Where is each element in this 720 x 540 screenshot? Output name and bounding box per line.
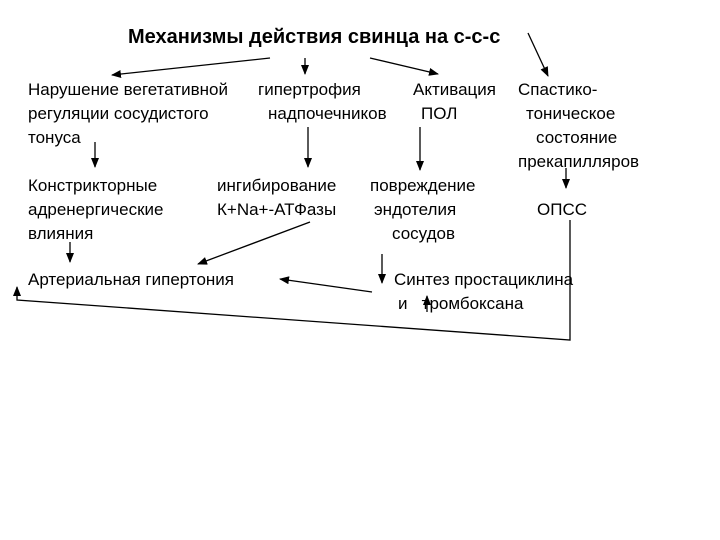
node-line: надпочечников [268, 104, 387, 123]
node-arterial-hypertension: Артериальная гипертония [28, 270, 235, 289]
node-synthesis: Синтез простациклина и тромбоксана [394, 268, 573, 316]
node-endothelium-damage: повреждение эндотелия сосудов [370, 174, 476, 246]
arrow-title-to-activation [369, 57, 439, 76]
node-line: Констрикторные [28, 176, 158, 195]
arrow-title-to-veg-reg [111, 57, 271, 79]
node-line: регуляции сосудистого [28, 104, 209, 123]
node-line: К+Na+-АТФазы [217, 200, 337, 219]
node-line: ингибирование [217, 176, 337, 195]
node-lpo-activation: Активация ПОЛ [405, 78, 496, 126]
node-line: влияния [28, 224, 94, 243]
arrow-opss-feedback-loop [13, 220, 571, 341]
node-line: Синтез простациклина [394, 270, 574, 289]
node-atpase-inhibition: ингибирование К+Na+-АТФазы [217, 174, 336, 222]
node-line: сосудов [392, 224, 455, 243]
node-adrenal-hypertrophy: гипертрофия надпочечников [258, 78, 387, 126]
arrow-inhibition-to-hypertension [197, 221, 311, 265]
node-line: Нарушение вегетативной [28, 80, 228, 99]
node-line: эндотелия [374, 200, 457, 219]
node-spastic-state: Спастико- тоническое состояние прекапилл… [518, 78, 639, 174]
node-line: адренергические [28, 200, 164, 219]
arrow-title-to-spastic [527, 32, 549, 77]
node-line: состояние [536, 128, 618, 147]
node-line: тоническое [526, 104, 616, 123]
node-opss: ОПСС [537, 200, 587, 219]
node-line: Спастико- [518, 80, 598, 99]
node-line: и тромбоксана [398, 294, 524, 313]
node-constrictor-influences: Констрикторные адренергические влияния [28, 174, 163, 246]
node-vegetative-regulation: Нарушение вегетативной регуляции сосудис… [28, 78, 228, 150]
node-line: ПОЛ [421, 104, 458, 123]
node-line: повреждение [370, 176, 476, 195]
diagram-title: Механизмы действия свинца на с-с-с [128, 26, 501, 48]
node-line: тонуса [28, 128, 81, 147]
arrow-synthesis-to-hypertension [279, 276, 373, 293]
node-line: гипертрофия [258, 80, 361, 99]
node-line: прекапилляров [518, 152, 640, 171]
node-line: Активация [413, 80, 496, 99]
